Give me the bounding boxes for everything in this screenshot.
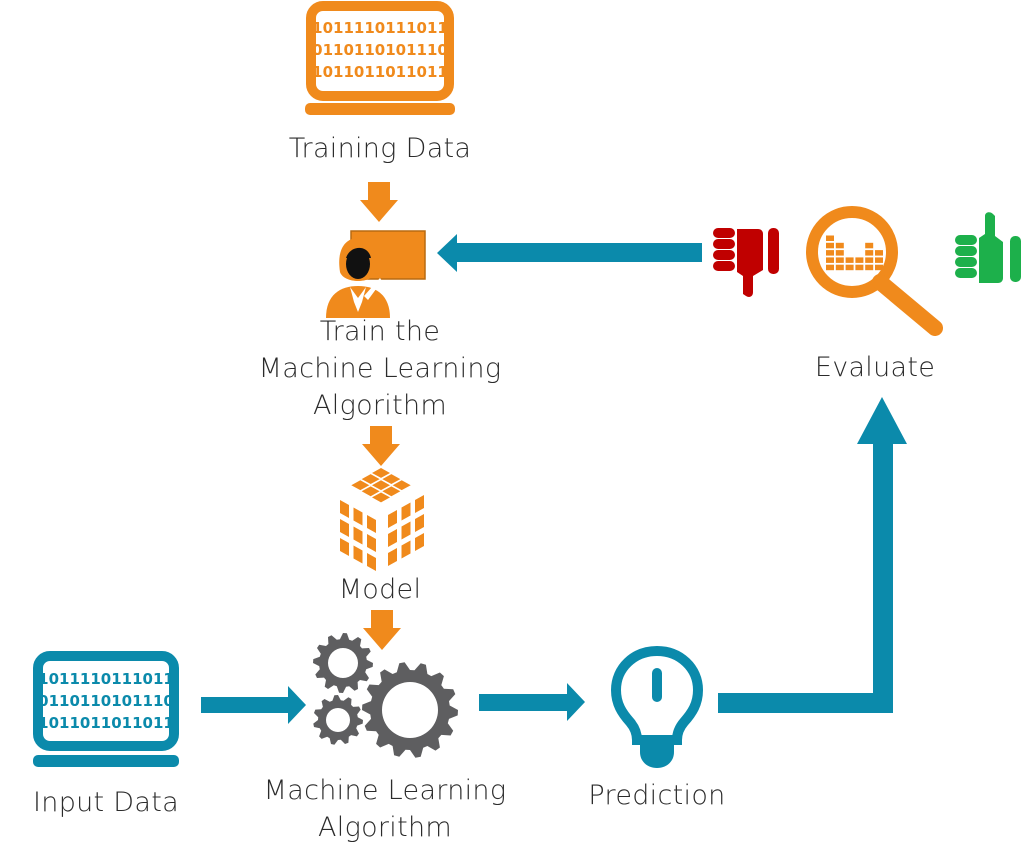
magnifier-bar-block — [865, 264, 874, 271]
arrow-train-to-model — [362, 426, 400, 466]
magnifier-bar-block — [826, 264, 834, 271]
training-binary-line-3: 1011011011011 — [312, 63, 448, 81]
arrow-prediction-to-evaluate — [718, 397, 907, 713]
magnifier-bar-block — [835, 257, 844, 263]
input-data-laptop-icon: 1011110111011 0110110101110 101101101101… — [33, 651, 179, 767]
training-binary-line-2: 0110110101110 — [312, 41, 448, 59]
magnifier-bar-block — [835, 242, 844, 249]
cube-left-block — [353, 507, 363, 526]
cube-left-block — [367, 553, 376, 571]
input-binary-line-3: 1011011011011 — [38, 714, 174, 732]
train-label-line-1: Train the — [319, 316, 441, 347]
training-binary-line-1: 1011110111011 — [312, 19, 448, 37]
ml-label-line-1: Machine Learning — [263, 775, 507, 806]
magnifier-bar-block — [875, 250, 883, 256]
magnifier-bar-block — [865, 242, 874, 249]
cube-right-block — [415, 495, 424, 513]
magnifier-bar-block — [845, 264, 854, 271]
ml-label-line-2: Algorithm — [318, 812, 452, 843]
input-binary-line-2: 0110110101110 — [38, 692, 174, 710]
cube-right-block — [388, 529, 397, 547]
magnifier-chart-icon — [806, 206, 943, 336]
gears-icon — [313, 633, 458, 758]
input-data-label: Input Data — [33, 787, 179, 818]
input-binary-line-1: 1011110111011 — [38, 670, 174, 688]
cube-top-block — [361, 486, 380, 497]
arrow-evaluate-to-train — [437, 234, 702, 272]
cube-left-block — [340, 538, 349, 556]
cube-right-block — [401, 502, 411, 521]
cube-right-block — [415, 514, 424, 532]
cube-top-block — [351, 480, 370, 491]
teacher-board-icon — [326, 230, 426, 318]
training-data-laptop-icon: 1011110111011 0110110101110 101101101101… — [305, 1, 455, 115]
cube-left-block — [340, 519, 349, 537]
cube-left-block — [353, 545, 363, 564]
cube-top-block — [382, 486, 401, 497]
cube-right-block — [415, 533, 424, 551]
cube-top-block — [361, 474, 380, 485]
small-gear-top — [313, 633, 373, 693]
cube-left-block — [367, 515, 376, 533]
magnifier-bar-block — [865, 257, 874, 263]
train-label-line-2: Machine Learning — [258, 353, 502, 384]
cube-top-block — [372, 492, 390, 503]
thumbs-up-icon — [955, 212, 1021, 283]
arrow-algorithm-to-prediction — [479, 683, 585, 721]
magnifier-bar-block — [875, 264, 883, 271]
cube-left-block — [367, 534, 376, 552]
magnifier-bar-block — [865, 250, 874, 256]
cube-right-block — [401, 540, 411, 559]
cube-top-block — [392, 480, 411, 491]
arrow-input-to-algorithm — [201, 686, 306, 724]
model-label: Model — [338, 574, 422, 605]
cube-right-block — [388, 548, 397, 566]
magnifier-bar-block — [826, 235, 834, 241]
magnifier-bar-block — [855, 264, 864, 271]
small-gear-bottom — [313, 695, 363, 745]
cube-model-icon — [340, 468, 424, 571]
magnifier-bar-block — [835, 250, 844, 256]
magnifier-bar-block — [875, 257, 883, 263]
arrow-model-to-algorithm — [363, 610, 401, 650]
lightbulb-icon — [610, 645, 704, 768]
magnifier-bar-block — [826, 242, 834, 249]
evaluate-label: Evaluate — [814, 352, 936, 383]
prediction-label: Prediction — [588, 780, 726, 811]
cube-left-block — [353, 526, 363, 545]
ml-algorithm-label: Machine Learning Algorithm — [200, 772, 570, 846]
training-data-label: Training Data — [288, 133, 472, 164]
cube-top-block — [382, 474, 401, 485]
cube-left-block — [340, 500, 349, 518]
train-label-line-3: Algorithm — [313, 390, 447, 421]
magnifier-bar-block — [826, 250, 834, 256]
cube-right-block — [401, 521, 411, 540]
magnifier-bar-block — [835, 264, 844, 271]
magnifier-bar-block — [845, 257, 854, 263]
thumbs-down-icon — [713, 228, 779, 297]
train-algorithm-label: Train the Machine Learning Algorithm — [200, 313, 560, 424]
cube-top-block — [372, 480, 390, 491]
magnifier-bar-block — [826, 257, 834, 263]
large-gear — [362, 662, 458, 758]
arrow-training-to-train — [360, 182, 398, 222]
magnifier-bar-block — [855, 257, 864, 263]
cube-top-block — [372, 468, 390, 478]
cube-right-block — [388, 510, 397, 528]
